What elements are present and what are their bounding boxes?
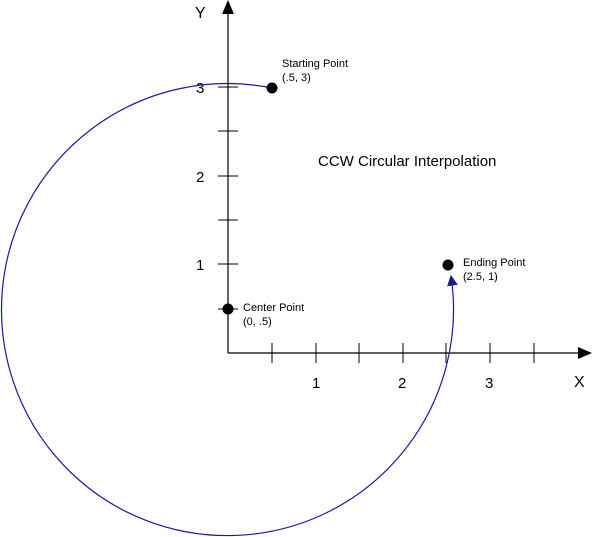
diagram-title: CCW Circular Interpolation bbox=[318, 153, 496, 170]
center-point-name: Center Point bbox=[243, 302, 304, 314]
start-point-name: Starting Point bbox=[282, 58, 348, 70]
x-tick-label-3: 3 bbox=[485, 375, 493, 392]
x-tick-label-1: 1 bbox=[312, 375, 320, 392]
start-point-coords: (.5, 3) bbox=[282, 72, 311, 84]
x-axis-label: X bbox=[574, 374, 585, 391]
y-ticks bbox=[218, 86, 238, 310]
y-tick-label-3: 3 bbox=[196, 80, 204, 97]
x-tick-label-2: 2 bbox=[398, 375, 406, 392]
start-point-marker bbox=[266, 82, 278, 94]
ccw-arc bbox=[0, 83, 458, 537]
y-axis-label: Y bbox=[195, 5, 206, 22]
y-tick-label-1: 1 bbox=[196, 257, 204, 274]
end-point-name: Ending Point bbox=[463, 257, 525, 269]
center-point-marker bbox=[222, 303, 234, 315]
y-tick-label-2: 2 bbox=[196, 169, 204, 186]
end-point-coords: (2.5, 1) bbox=[463, 271, 498, 283]
y-axis-arrow-icon bbox=[222, 0, 234, 14]
x-ticks bbox=[271, 343, 535, 363]
x-axis-arrow-icon bbox=[578, 347, 592, 359]
end-point-marker bbox=[442, 259, 454, 271]
center-point-coords: (0, .5) bbox=[243, 316, 272, 328]
